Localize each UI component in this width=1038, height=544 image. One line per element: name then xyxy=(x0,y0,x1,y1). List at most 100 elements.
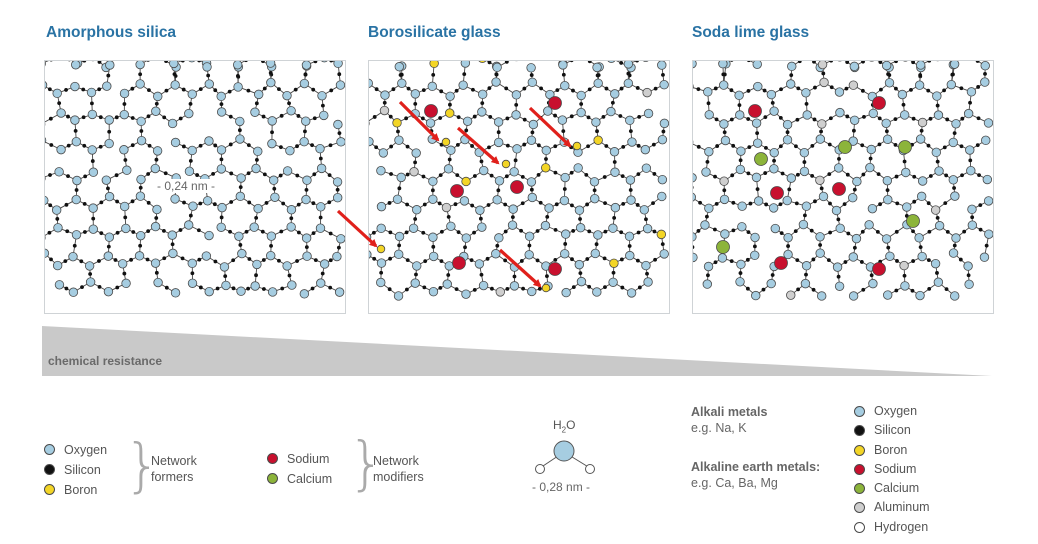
oxygen-atom xyxy=(150,221,161,232)
silicon-atom xyxy=(487,145,491,150)
silicon-atom xyxy=(553,170,558,175)
oxygen-atom xyxy=(187,258,197,269)
oxygen-atom xyxy=(769,147,779,158)
silicon-atom xyxy=(571,229,576,233)
oxygen-atom xyxy=(167,118,178,129)
silicon-atom xyxy=(968,100,972,105)
oxygen-atom xyxy=(253,203,263,214)
silicon-atom xyxy=(698,200,702,205)
silicon-atom xyxy=(310,143,314,148)
silicon-atom xyxy=(81,115,86,120)
oxygen-atom xyxy=(265,61,276,68)
silicon-atom xyxy=(228,229,232,234)
silicon-atom xyxy=(527,243,532,248)
silicon-atom xyxy=(329,61,334,63)
silicon-atom xyxy=(653,86,658,91)
oxygen-atom xyxy=(848,291,859,301)
oxygen-atom xyxy=(834,163,844,173)
silicon-atom xyxy=(828,116,833,121)
oxygen-atom xyxy=(68,251,78,262)
oxygen-atom xyxy=(902,202,912,212)
silicon-atom xyxy=(97,259,101,263)
silicon-atom xyxy=(706,273,710,278)
legend-label: Calcium xyxy=(287,472,333,486)
silicon-atom xyxy=(571,88,575,93)
oxygen-atom xyxy=(625,250,635,261)
silicon-atom xyxy=(198,201,203,206)
oxygen-atom xyxy=(693,232,697,242)
silicon-atom xyxy=(778,202,783,207)
silicon-atom xyxy=(462,72,467,76)
oxygen-atom xyxy=(56,108,66,118)
silicon-atom xyxy=(246,143,251,148)
silicon-atom xyxy=(918,73,923,77)
silicon-atom xyxy=(812,61,816,64)
oxygen-atom xyxy=(610,167,620,177)
silicon-atom xyxy=(553,144,558,149)
oxygen-atom xyxy=(540,163,551,173)
silicon-atom xyxy=(706,101,711,106)
oxygen-atom xyxy=(392,194,403,205)
oxygen-atom xyxy=(656,229,667,240)
silicon-atom xyxy=(812,117,817,122)
oxygen-atom xyxy=(397,78,407,89)
oxygen-atom xyxy=(737,201,747,211)
silicon-atom xyxy=(213,88,218,93)
silicon-atom xyxy=(260,229,265,234)
silicon-atom xyxy=(219,215,224,220)
silicon-atom xyxy=(538,115,543,120)
oxygen-atom xyxy=(768,203,779,213)
silicon-atom xyxy=(561,129,566,134)
oxygen-atom xyxy=(574,205,585,215)
silicon-atom xyxy=(804,101,809,106)
silicon-atom xyxy=(595,73,600,78)
water-molecule-icon xyxy=(535,440,595,474)
oxygen-atom xyxy=(380,90,390,100)
silicon-atom xyxy=(562,187,567,191)
oxygen-atom xyxy=(410,109,420,119)
group-label-formers: Network formers xyxy=(151,453,197,485)
silicon-atom xyxy=(74,188,79,192)
oxygen-atom xyxy=(87,109,98,120)
oxygen-atom xyxy=(963,261,973,271)
silicon-atom xyxy=(268,70,273,75)
silicon-atom xyxy=(178,116,183,121)
silicon-atom xyxy=(223,274,228,279)
silicon-atom xyxy=(503,202,508,207)
silicon-atom xyxy=(277,258,281,263)
silicon-atom xyxy=(901,102,906,107)
silicon-atom xyxy=(859,260,864,264)
oxygen-atom xyxy=(119,109,129,120)
panel-title-borosilicate-glass: Borosilicate glass xyxy=(368,24,501,41)
oxygen-atom xyxy=(336,234,345,244)
silicon-atom xyxy=(514,102,519,107)
alkali-example: e.g. Na, K xyxy=(691,421,747,435)
silicon-atom xyxy=(397,243,402,248)
silicon-atom xyxy=(693,245,695,249)
oxygen-atom xyxy=(88,224,99,234)
oxygen-atom xyxy=(462,116,473,126)
oxygen-atom xyxy=(703,261,714,272)
oxygen-atom xyxy=(882,175,893,186)
silicon-dot-icon xyxy=(854,425,865,437)
oxygen-atom xyxy=(753,81,763,92)
silicon-atom xyxy=(811,257,816,262)
oxygen-atom xyxy=(376,277,386,288)
silicon-atom xyxy=(538,200,543,205)
silicon-atom xyxy=(227,89,232,94)
oxygen-atom xyxy=(799,166,810,177)
oxygen-atom xyxy=(558,61,568,70)
oxygen-atom xyxy=(477,222,487,232)
oxygen-atom xyxy=(643,277,653,287)
silicon-atom xyxy=(944,287,949,291)
silicon-atom xyxy=(731,200,736,205)
silicon-atom xyxy=(868,156,873,161)
silicon-atom xyxy=(421,174,426,179)
oxygen-atom xyxy=(693,252,698,263)
silicon-atom xyxy=(66,143,71,148)
oxygen-atom xyxy=(135,61,145,70)
oxygen-atom xyxy=(478,61,487,64)
oxygen-atom xyxy=(881,234,892,244)
silicon-atom xyxy=(653,257,657,262)
oxygen-atom xyxy=(657,134,668,145)
